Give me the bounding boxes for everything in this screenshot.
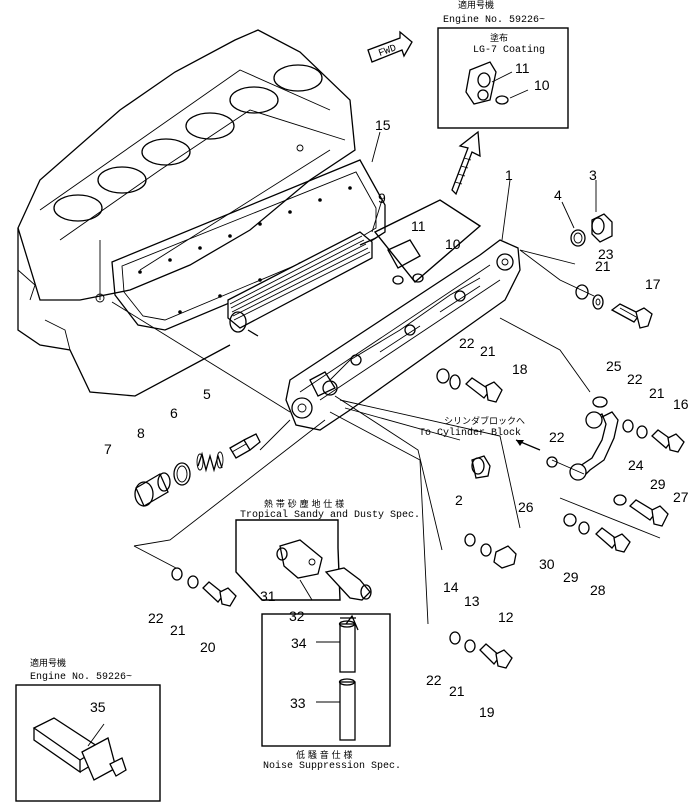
callout-21-d: 21 (170, 622, 186, 638)
callout-33: 33 (290, 695, 306, 711)
svg-text:適用号機: 適用号機 (30, 657, 66, 669)
callout-7: 7 (104, 441, 112, 457)
callout-4: 4 (554, 187, 562, 203)
noise-suppression-inset: 低 騒 音 仕 様 Noise Suppression Spec. (261, 613, 401, 772)
tropical-inset: 熱 帯 砂 塵 地 仕 様 Tropical Sandy and Dusty S… (235, 498, 420, 601)
callout-35: 35 (90, 699, 106, 715)
callout-20: 20 (200, 639, 216, 655)
svg-text:Tropical Sandy and Dusty S: Tropical Sandy and Dusty Spec. (240, 509, 420, 521)
callout-32: 32 (289, 608, 305, 624)
callout-12: 12 (498, 609, 514, 625)
direction-arrow (451, 130, 481, 196)
callout-labels: 1 2 3 4 5 6 7 8 9 10 10 11 11 12 13 14 1… (90, 60, 689, 720)
callout-22-a: 22 (459, 335, 475, 351)
cylinder-block-note: シリンダブロックへ To Cylinder Block (419, 415, 525, 439)
engine-block (17, 29, 356, 397)
leader-lines (111, 131, 661, 625)
svg-text:塗布: 塗布 (490, 32, 508, 44)
oil-cooler-cover (285, 239, 521, 431)
svg-text:Engine No. 59226~: Engine No. 59226~ (30, 671, 132, 683)
callout-3: 3 (589, 167, 597, 183)
callout-16: 16 (673, 396, 689, 412)
relief-valve-group (134, 433, 261, 507)
callout-21-e: 21 (449, 683, 465, 699)
callout-22-d: 22 (148, 610, 164, 626)
svg-text:シリンダブロックへ: シリンダブロックへ (444, 415, 525, 427)
callout-19: 19 (479, 704, 495, 720)
callout-18: 18 (512, 361, 528, 377)
svg-text:Noise Suppression Spec.: Noise Suppression Spec. (263, 760, 401, 772)
callout-28: 28 (590, 582, 606, 598)
callout-13: 13 (464, 593, 480, 609)
callout-22-c: 22 (627, 371, 643, 387)
svg-text:To Cylinder Block: To Cylinder Block (419, 427, 521, 439)
callout-24: 24 (628, 457, 644, 473)
callout-34: 34 (291, 635, 307, 651)
callout-10: 10 (445, 236, 461, 252)
callout-8: 8 (137, 425, 145, 441)
callout-15: 15 (375, 117, 391, 133)
svg-text:LG-7 Coating: LG-7 Coating (473, 44, 545, 56)
callout-21-b: 21 (480, 343, 496, 359)
fwd-arrow: FWD (367, 30, 413, 63)
bottom-left-inset: 適用号機 Engine No. 59226~ (15, 657, 161, 802)
top-right-inset: 適用号機 Engine No. 59226~ 塗布 LG-7 Coating (437, 0, 569, 129)
callout-1: 1 (505, 167, 513, 183)
callout-27: 27 (673, 489, 689, 505)
callout-10-inset: 10 (534, 77, 550, 93)
svg-text:低 騒 音 仕 様: 低 騒 音 仕 様 (296, 749, 352, 761)
callout-22-b: 22 (549, 429, 565, 445)
callout-14: 14 (443, 579, 459, 595)
callout-31: 31 (260, 588, 276, 604)
svg-text:Engine No. 59226~: Engine No. 59226~ (443, 14, 545, 26)
callout-9: 9 (378, 190, 386, 206)
callout-21-a: 21 (595, 258, 611, 274)
callout-29-b: 29 (563, 569, 579, 585)
callout-26: 26 (518, 499, 534, 515)
callout-22-e: 22 (426, 672, 442, 688)
callout-5: 5 (203, 386, 211, 402)
callout-25: 25 (606, 358, 622, 374)
callout-2: 2 (455, 492, 463, 508)
callout-11-inset: 11 (515, 60, 530, 76)
callout-23: 23 (598, 246, 614, 262)
svg-text:適用号機: 適用号機 (458, 0, 494, 11)
callout-11: 11 (411, 218, 426, 234)
right-parts (171, 213, 685, 669)
callout-29-a: 29 (650, 476, 666, 492)
callout-21-c: 21 (649, 385, 665, 401)
callout-17: 17 (645, 276, 661, 292)
svg-text:熱 帯 砂 塵 地 仕 様: 熱 帯 砂 塵 地 仕 様 (264, 498, 344, 510)
callout-6: 6 (170, 405, 178, 421)
oil-cooler-element (227, 231, 377, 337)
callout-30: 30 (539, 556, 555, 572)
o-ring-inset (373, 199, 482, 285)
